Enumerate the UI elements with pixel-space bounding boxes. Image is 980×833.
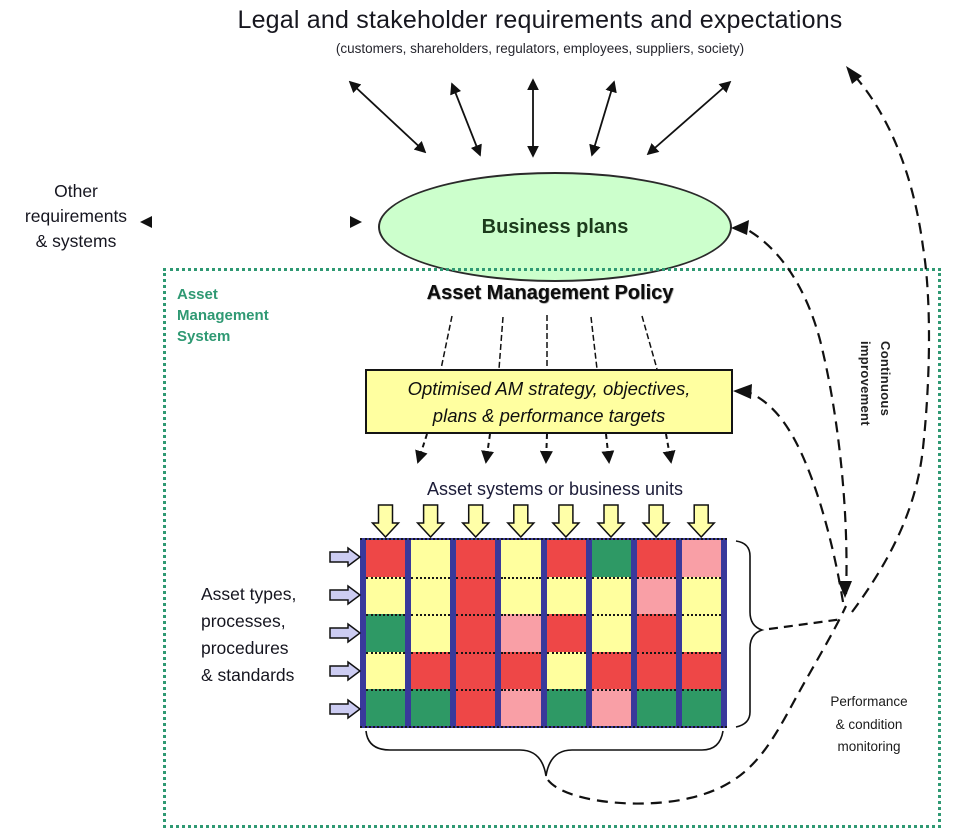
matrix-cell: [592, 577, 631, 614]
arrowhead-into-strategy-box: [733, 384, 752, 399]
down-block-arrow-icon: [688, 505, 714, 537]
matrix-cell: [366, 689, 405, 726]
matrix-cell: [501, 652, 540, 689]
matrix-cell: [547, 614, 586, 651]
matrix-cell: [592, 652, 631, 689]
matrix-cell: [366, 652, 405, 689]
matrix-cell: [682, 540, 721, 577]
matrix-cell: [592, 540, 631, 577]
other-requirements-right-arrow-icon: [350, 216, 362, 228]
asset-management-system-label: Asset Management System: [177, 284, 269, 347]
diagram-subtitle: (customers, shareholders, regulators, em…: [190, 41, 890, 56]
matrix-cell: [501, 689, 540, 726]
loop-to-strategy-box: [748, 392, 843, 602]
bottom-brace: [366, 731, 723, 776]
matrix-cell: [366, 614, 405, 651]
matrix-cell: [411, 540, 450, 577]
down-block-arrow-icon: [553, 505, 579, 537]
matrix-cell: [682, 689, 721, 726]
matrix-cell: [637, 689, 676, 726]
matrix-cell: [456, 614, 495, 651]
right-block-arrow-icon: [330, 586, 360, 604]
brace-to-junction-line: [769, 619, 843, 629]
stakeholder-double-arrows: [350, 80, 730, 156]
matrix-cell: [456, 689, 495, 726]
matrix-cell: [411, 577, 450, 614]
business-plans-ellipse: Business plans: [378, 172, 732, 282]
matrix-cell: [456, 652, 495, 689]
strategy-to-units-arrows: [418, 434, 671, 462]
down-block-arrow-icon: [598, 505, 624, 537]
asset-systems-label: Asset systems or business units: [385, 479, 725, 500]
continuous-improvement-label: Continuous improvement: [851, 341, 895, 473]
down-block-arrow-icon: [373, 505, 399, 537]
matrix-cell: [547, 689, 586, 726]
right-block-arrow-icon: [330, 700, 360, 718]
arrowhead-to-title: [846, 66, 862, 84]
policy-fan-lines: [441, 315, 657, 369]
right-block-arrow-icon: [330, 548, 360, 566]
matrix-cell: [547, 577, 586, 614]
down-block-arrow-icon: [463, 505, 489, 537]
feedback-arrowheads: [731, 66, 862, 598]
matrix-cell: [411, 652, 450, 689]
matrix-cell: [682, 652, 721, 689]
matrix-cell: [547, 540, 586, 577]
column-block-arrows: [373, 505, 715, 537]
matrix-cell: [456, 577, 495, 614]
right-brace: [736, 541, 762, 727]
matrix-cell: [637, 652, 676, 689]
matrix-cell: [637, 540, 676, 577]
matrix-cell: [501, 614, 540, 651]
loop-to-business-plans: [748, 230, 847, 594]
arrowhead-into-ellipse: [731, 220, 749, 235]
matrix-cell: [682, 614, 721, 651]
arrowhead-junction-down: [838, 581, 852, 598]
right-block-arrow-icon: [330, 624, 360, 642]
matrix-cell: [456, 540, 495, 577]
matrix-cell: [411, 614, 450, 651]
down-block-arrow-icon: [643, 505, 669, 537]
matrix-cell: [366, 577, 405, 614]
matrix-cell: [411, 689, 450, 726]
asset-management-policy-label: Asset Management Policy: [375, 282, 725, 305]
business-plans-label: Business plans: [482, 216, 629, 239]
down-block-arrow-icon: [508, 505, 534, 537]
right-block-arrow-icon: [330, 662, 360, 680]
matrix-cell: [637, 614, 676, 651]
matrix-cell: [637, 577, 676, 614]
matrix-cell: [501, 577, 540, 614]
performance-monitoring-label: Performance & condition monitoring: [793, 691, 945, 759]
matrix-cell: [501, 540, 540, 577]
diagram-title: Legal and stakeholder requirements and e…: [140, 6, 940, 35]
matrix-cell: [366, 540, 405, 577]
matrix-cell: [592, 614, 631, 651]
matrix-cell: [592, 689, 631, 726]
other-requirements-label: Other requirements & systems: [2, 179, 150, 254]
row-block-arrows: [330, 548, 360, 718]
asset-types-label: Asset types, processes, procedures & sta…: [201, 581, 296, 689]
optimised-strategy-box: Optimised AM strategy, objectives, plans…: [365, 369, 733, 434]
asset-portfolio-matrix: [360, 538, 727, 728]
matrix-cell: [547, 652, 586, 689]
matrix-cell: [682, 577, 721, 614]
down-block-arrow-icon: [418, 505, 444, 537]
